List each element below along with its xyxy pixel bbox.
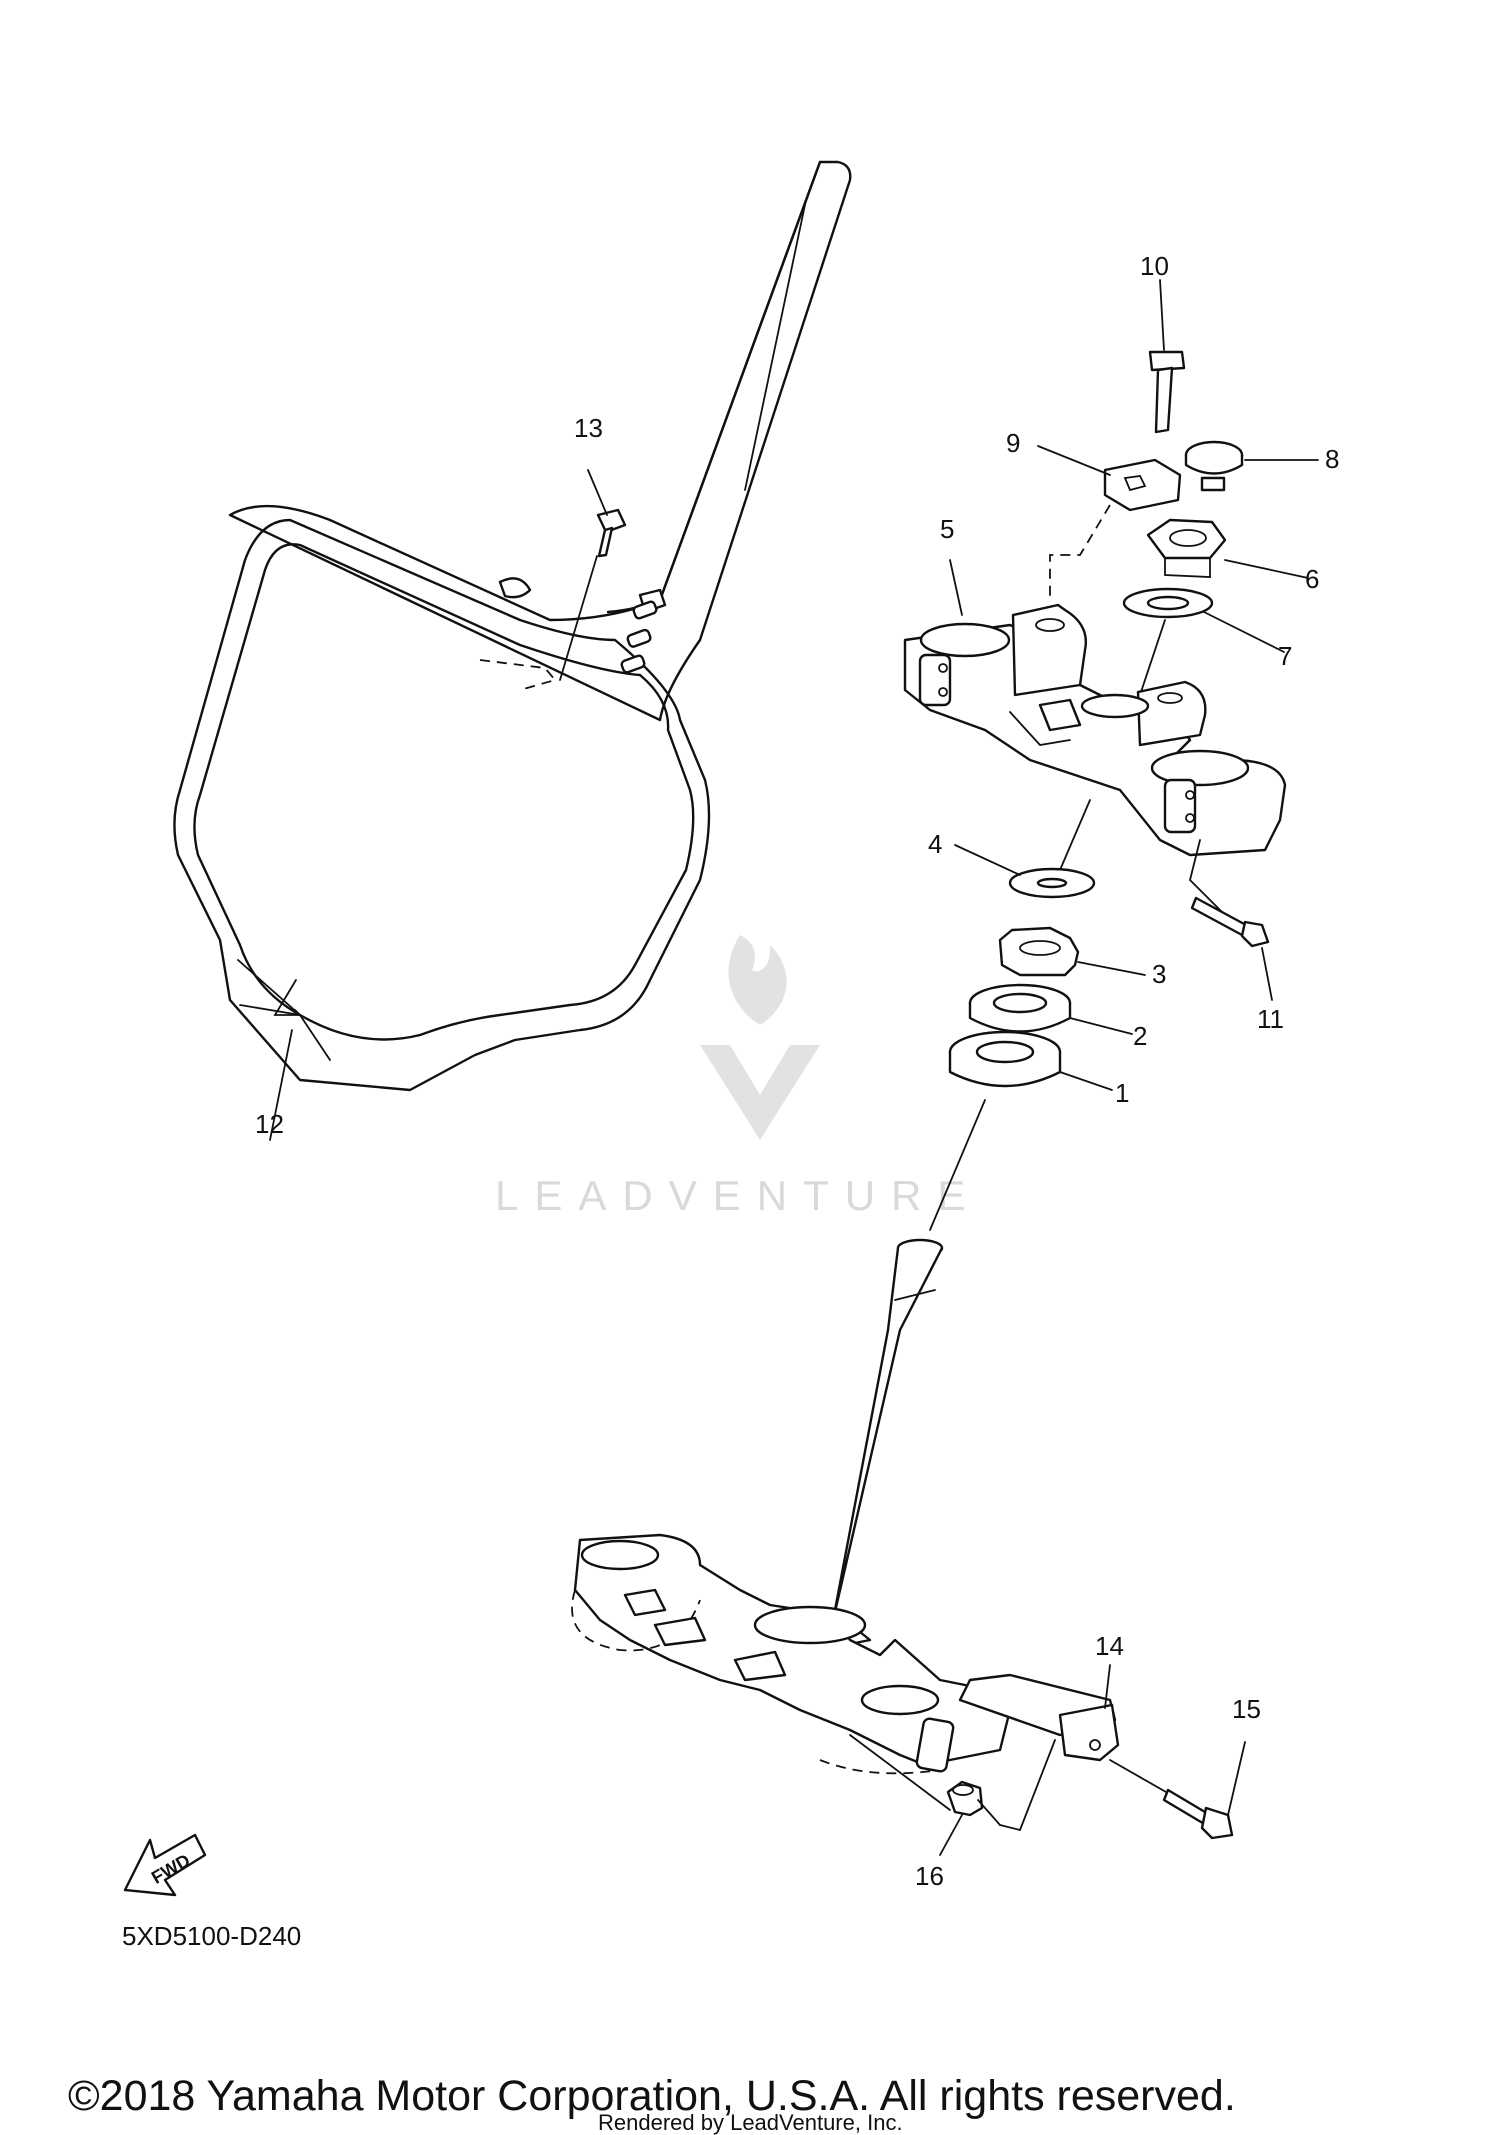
stem-cap[interactable] — [1184, 440, 1319, 492]
callout-16: 16 — [915, 1861, 944, 1891]
callout-9: 9 — [1006, 428, 1020, 458]
pinch-bolt[interactable] — [1189, 839, 1273, 1001]
rendered-by-notice: Rendered by LeadVenture, Inc. — [598, 2110, 903, 2135]
plate-bolt[interactable] — [559, 469, 627, 681]
callout-11: 11 — [1257, 1004, 1284, 1034]
callout-4: 4 — [928, 829, 942, 859]
callout-7: 7 — [1278, 641, 1292, 671]
collar[interactable] — [939, 1780, 1001, 1856]
callout-labels: 1 2 3 4 5 6 7 8 9 10 11 12 13 14 15 16 — [255, 251, 1339, 1891]
callout-1: 1 — [1115, 1078, 1129, 1108]
callout-6: 6 — [1305, 564, 1319, 594]
stem-washer[interactable] — [1122, 587, 1285, 696]
leadventure-watermark: LEADVENTURE — [495, 935, 981, 1219]
steering-stem[interactable] — [571, 1238, 1012, 1811]
callout-14: 14 — [1095, 1631, 1124, 1661]
number-plate[interactable] — [173, 160, 852, 1141]
steering-bearing[interactable] — [929, 1030, 1113, 1231]
diagram-code: 5XD5100-D240 — [122, 1921, 301, 1951]
callout-13: 13 — [574, 413, 603, 443]
upper-bracket[interactable] — [903, 559, 1287, 871]
ring-nut[interactable] — [998, 926, 1146, 977]
guide-bolt[interactable] — [1109, 1741, 1246, 1840]
fwd-arrow-icon: FWD — [123, 1833, 207, 1897]
watermark-text: LEADVENTURE — [495, 1172, 981, 1219]
stem-nut[interactable] — [1146, 518, 1309, 579]
cable-guide[interactable] — [958, 1664, 1120, 1832]
top-clamp-bolt[interactable] — [1148, 279, 1186, 434]
callout-8: 8 — [1325, 444, 1339, 474]
lower-washer[interactable] — [954, 844, 1096, 899]
copyright-notice: ©2018 Yamaha Motor Corporation, U.S.A. A… — [68, 2072, 1236, 2120]
callout-15: 15 — [1232, 1694, 1261, 1724]
callout-2: 2 — [1133, 1021, 1147, 1051]
callout-12: 12 — [255, 1109, 284, 1139]
callout-10: 10 — [1140, 251, 1169, 281]
callout-3: 3 — [1152, 959, 1166, 989]
bearing-seal[interactable] — [968, 983, 1133, 1035]
callout-5: 5 — [940, 514, 954, 544]
handlebar-holder[interactable] — [1037, 445, 1182, 600]
